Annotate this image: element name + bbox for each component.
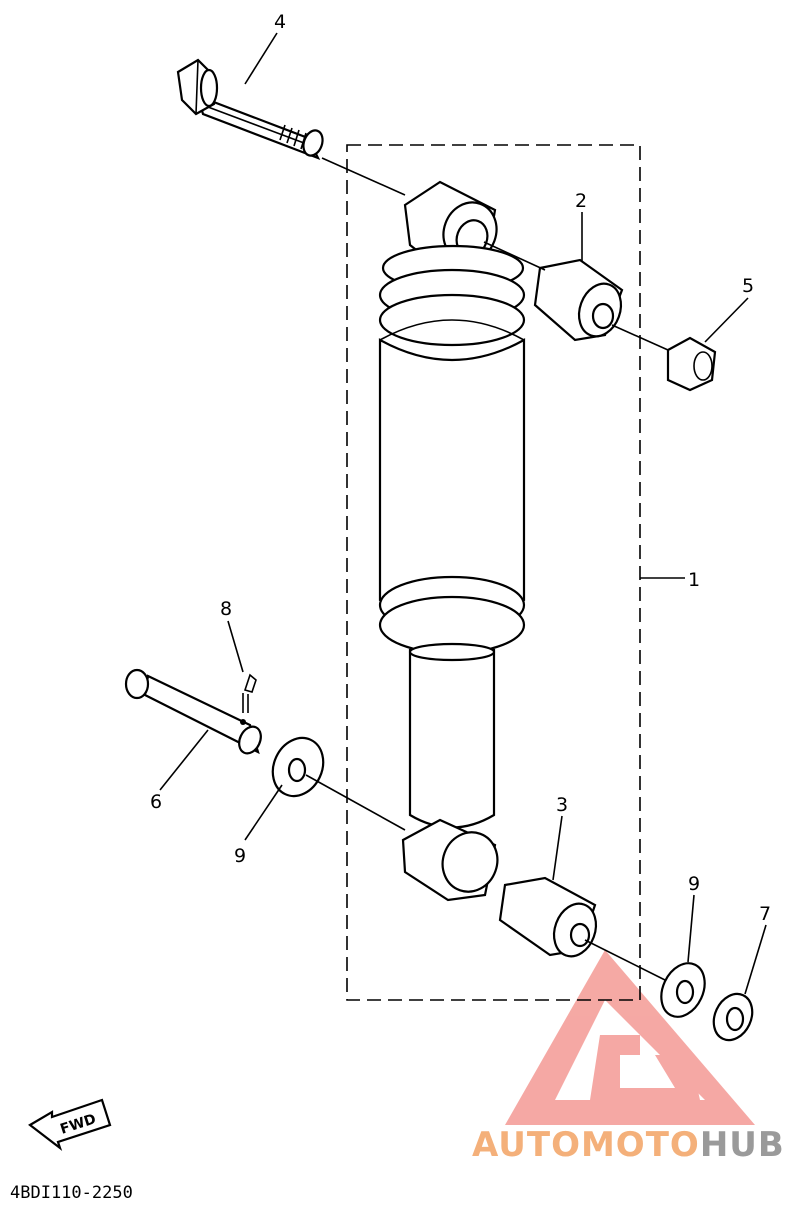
diagram-code: 4BDI110-2250 [10,1183,133,1203]
callout-9-left: 9 [234,845,246,867]
axis-line-right [611,324,669,351]
callout-2: 2 [575,190,587,212]
washer-7 [712,992,754,1042]
watermark-text: AUTOMOTOHUB [472,1125,785,1165]
collar-3 [498,876,598,958]
axis-line-top [321,157,406,196]
callout-7: 7 [759,903,771,925]
callout-8: 8 [220,598,232,620]
callout-6: 6 [150,791,162,813]
nut-5 [666,336,717,392]
callout-9-right: 9 [688,873,700,895]
axis-line-lower-right [584,939,666,981]
leader-lines [159,32,767,995]
washer-9-left [271,736,325,798]
watermark-logo [505,950,755,1125]
cotter-8 [242,673,257,713]
fwd-arrow-icon: FWD [28,1098,112,1152]
collar-2 [483,241,624,342]
callout-5: 5 [742,275,754,297]
washer-9-right [660,962,706,1018]
callout-4: 4 [274,11,286,33]
bolt-4 [176,58,324,161]
assembly-boundary [346,144,641,1001]
pin-6 [124,668,262,755]
callout-3: 3 [556,794,568,816]
shock-body [378,244,526,829]
watermark-text-hub: HUB [700,1125,785,1165]
shock-lower-eye [401,818,499,902]
axis-line-lower-left [305,774,406,831]
callout-1: 1 [688,569,700,591]
watermark-text-automoto: AUTOMOTO [472,1125,700,1165]
